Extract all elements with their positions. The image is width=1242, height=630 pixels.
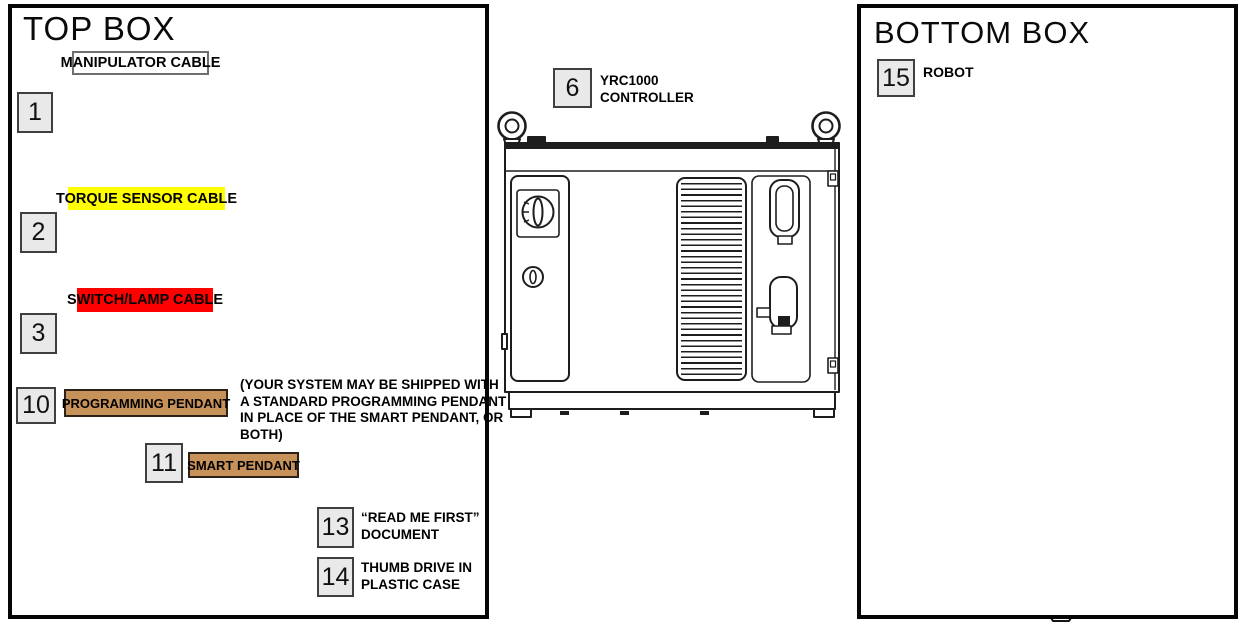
item-number-3: 3 [20, 313, 57, 354]
programming-pendant-label: PROGRAMMING PENDANT [62, 389, 230, 417]
item-number-15: 15 [877, 59, 915, 97]
item-number-11: 11 [145, 443, 183, 483]
item-number-1: 1 [17, 92, 53, 133]
pendant-note-line4: BOTH) [240, 426, 283, 442]
item-number-14: 14 [317, 557, 354, 597]
read-me-first-line2: DOCUMENT [361, 527, 439, 542]
controller-vent [676, 177, 747, 381]
pendant-note-line3: IN PLACE OF THE SMART PENDANT, OR [240, 410, 504, 425]
manipulator-cable-label: MANIPULATOR CABLE [61, 51, 220, 75]
pendant-note-line2: A STANDARD PROGRAMMING PENDANT [240, 393, 507, 409]
bottom-box-title: BOTTOM BOX [874, 15, 1091, 50]
controller-caption-line1: YRC1000 [600, 73, 659, 88]
read-me-first-caption: “READ ME FIRST” DOCUMENT [361, 509, 480, 543]
top-box-title: TOP BOX [23, 10, 176, 47]
thumb-drive-line1: THUMB DRIVE IN [361, 560, 472, 575]
thumb-drive-caption: THUMB DRIVE IN PLASTIC CASE [361, 559, 472, 593]
pendant-note-line1: (YOUR SYSTEM MAY BE SHIPPED WITH [240, 377, 499, 392]
torque-sensor-cable-label: TORQUE SENSOR CABLE [56, 187, 237, 210]
controller-caption-line2: CONTROLLER [600, 90, 694, 105]
read-me-first-line1: “READ ME FIRST” [361, 510, 480, 525]
item-number-2: 2 [20, 212, 57, 253]
thumb-drive-line2: PLASTIC CASE [361, 577, 461, 592]
controller-drawing [497, 111, 841, 418]
pendant-note: (YOUR SYSTEM MAY BE SHIPPED WITH A STAND… [240, 377, 506, 443]
switch-lamp-cable-label: SWITCH/LAMP CABLE [67, 288, 223, 312]
robot-caption: ROBOT [923, 64, 974, 80]
item-number-13: 13 [317, 507, 354, 548]
bottom-box-panel [857, 4, 1238, 619]
controller-caption: YRC1000 CONTROLLER [600, 72, 694, 106]
item-number-10: 10 [16, 387, 56, 424]
item-number-6: 6 [553, 68, 592, 108]
smart-pendant-label: SMART PENDANT [187, 452, 300, 478]
